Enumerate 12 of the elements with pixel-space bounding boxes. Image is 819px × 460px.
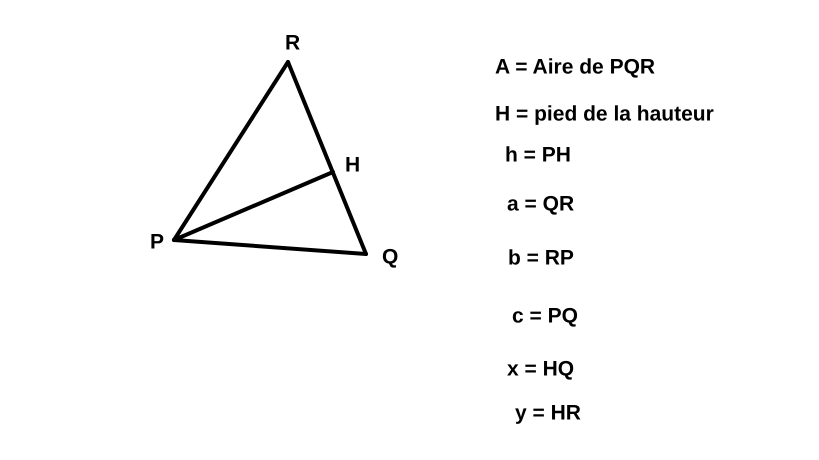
definition-text: h = PH bbox=[505, 144, 571, 166]
definition-text: H = pied de la hauteur bbox=[495, 104, 714, 124]
vertex-label: Q bbox=[382, 246, 398, 268]
definition-text: y = HR bbox=[515, 402, 581, 424]
vertex-label: R bbox=[285, 32, 300, 54]
definition-text: A = Aire de PQR bbox=[495, 56, 656, 78]
definition-text: a = QR bbox=[507, 194, 574, 214]
vertex-label: P bbox=[150, 232, 164, 252]
vertex-label: H bbox=[345, 154, 360, 176]
definition-text: c = PQ bbox=[512, 306, 578, 326]
definition-text: x = HQ bbox=[507, 358, 574, 380]
definition-text: b = RP bbox=[508, 248, 574, 268]
